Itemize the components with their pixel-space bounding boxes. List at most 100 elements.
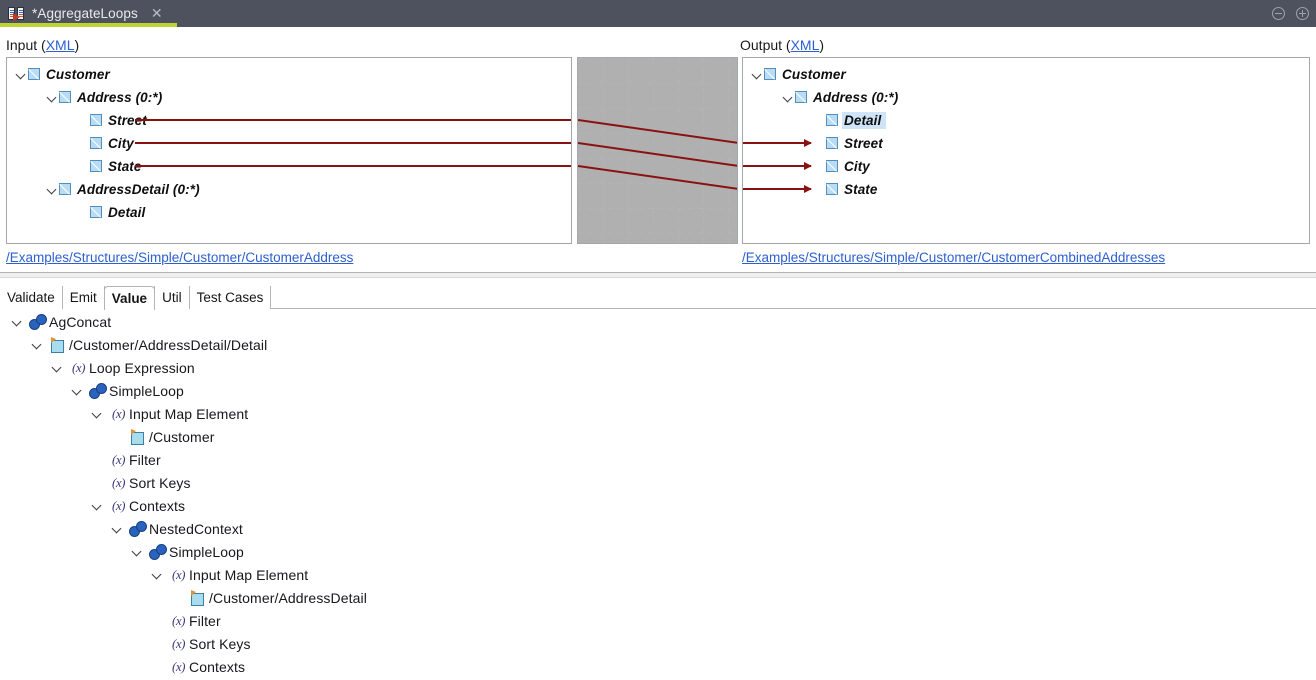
expression-tree-row[interactable]: NestedContext <box>108 517 243 540</box>
mapping-canvas[interactable] <box>577 57 738 244</box>
tree-spacer <box>76 132 90 154</box>
tab-emit[interactable]: Emit <box>61 286 105 309</box>
expression-tree-row[interactable]: SimpleLoop <box>68 379 184 402</box>
expression-tree-row[interactable]: AgConcat <box>8 310 111 333</box>
tree-node-input[interactable]: Address (0:*) <box>45 86 162 108</box>
expression-tree-row[interactable]: (x)Sort Keys <box>148 632 251 655</box>
chevron-down-icon[interactable] <box>14 63 28 85</box>
mapping-link-arrow[interactable] <box>743 139 812 147</box>
active-tab-underline <box>0 23 177 27</box>
expression-tree-row[interactable]: (x)Contexts <box>88 494 185 517</box>
node-checkbox-icon[interactable] <box>795 91 807 103</box>
tab-validate[interactable]: Validate <box>0 286 63 309</box>
tree-node-input[interactable]: Detail <box>76 201 145 223</box>
document-tab-title: *AggregateLoops <box>32 6 138 21</box>
node-checkbox-icon[interactable] <box>90 137 102 149</box>
expression-tree-row[interactable]: (x)Contexts <box>148 655 245 678</box>
chevron-down-icon[interactable] <box>128 540 148 563</box>
node-checkbox-icon[interactable] <box>59 91 71 103</box>
document-tab[interactable]: *AggregateLoops ✕ <box>0 0 177 27</box>
chevron-down-icon[interactable] <box>148 563 168 586</box>
node-checkbox-icon[interactable] <box>826 137 838 149</box>
grid-line-horizontal <box>578 208 737 209</box>
grid-line-horizontal <box>578 83 737 84</box>
tree-spacer <box>812 132 826 154</box>
node-checkbox-icon[interactable] <box>826 114 838 126</box>
tab-value[interactable]: Value <box>103 286 156 310</box>
tree-node-input[interactable]: AddressDetail (0:*) <box>45 178 200 200</box>
node-checkbox-icon[interactable] <box>90 160 102 172</box>
tree-node-output[interactable]: City <box>812 155 870 177</box>
expression-tree-row[interactable]: /Customer/AddressDetail/Detail <box>28 333 267 356</box>
tree-node-input[interactable]: City <box>76 132 134 154</box>
minimize-icon[interactable] <box>1272 7 1285 20</box>
chevron-down-icon[interactable] <box>8 310 28 333</box>
chevron-down-icon[interactable] <box>108 517 128 540</box>
mapping-link-arrow[interactable] <box>743 185 812 193</box>
tab-util[interactable]: Util <box>154 286 190 309</box>
node-checkbox-icon[interactable] <box>28 68 40 80</box>
tree-node-label: Detail <box>108 204 146 220</box>
tree-spacer <box>88 471 108 494</box>
node-checkbox-icon[interactable] <box>90 114 102 126</box>
expression-tree-label: SimpleLoop <box>169 543 244 560</box>
close-icon[interactable]: ✕ <box>150 5 163 22</box>
mapping-link-source-stub[interactable] <box>135 142 571 144</box>
tree-node-output[interactable]: Detail <box>812 109 887 131</box>
expression-tree-row[interactable]: (x)Loop Expression <box>48 356 195 379</box>
mapping-link-source-stub[interactable] <box>135 165 571 167</box>
expression-tree-label: Sort Keys <box>129 474 191 491</box>
tree-node-output[interactable]: Street <box>812 132 883 154</box>
input-label-suffix: ) <box>74 37 80 53</box>
expression-tree-row[interactable]: (x)Input Map Element <box>148 563 308 586</box>
expression-tree-row[interactable]: (x)Filter <box>148 609 221 632</box>
tab-test-cases[interactable]: Test Cases <box>188 286 272 309</box>
expression-tree-row[interactable]: SimpleLoop <box>128 540 244 563</box>
tree-node-label: State <box>844 181 878 197</box>
chevron-down-icon[interactable] <box>45 178 59 200</box>
node-checkbox-icon[interactable] <box>90 206 102 218</box>
mapping-link-arrow[interactable] <box>743 162 812 170</box>
chevron-down-icon[interactable] <box>45 86 59 108</box>
expression-tree-label: Input Map Element <box>129 405 249 422</box>
expression-tree[interactable]: AgConcat/Customer/AddressDetail/Detail(x… <box>0 310 1316 680</box>
expression-tree-row[interactable]: /Customer <box>108 425 214 448</box>
expression-tree-row[interactable]: (x)Filter <box>88 448 161 471</box>
chevron-down-icon[interactable] <box>750 63 764 85</box>
output-structure-path-link[interactable]: /Examples/Structures/Simple/Customer/Cus… <box>742 250 1166 265</box>
expression-tree-row[interactable]: (x)Sort Keys <box>88 471 191 494</box>
chevron-down-icon[interactable] <box>88 494 108 517</box>
mapping-link-source-stub[interactable] <box>135 119 571 121</box>
tree-node-input[interactable]: Customer <box>14 63 110 85</box>
chevron-down-icon[interactable] <box>781 86 795 108</box>
input-xml-link[interactable]: XML <box>45 37 75 53</box>
chevron-down-icon[interactable] <box>68 379 88 402</box>
input-label-prefix: Input ( <box>6 37 46 53</box>
expression-tree-row[interactable]: (x)Input Map Element <box>88 402 248 425</box>
node-checkbox-icon[interactable] <box>826 183 838 195</box>
maximize-icon[interactable] <box>1296 7 1309 20</box>
node-checkbox-icon[interactable] <box>764 68 776 80</box>
panel-splitter[interactable] <box>0 272 1316 278</box>
chevron-down-icon[interactable] <box>88 402 108 425</box>
node-checkbox-icon[interactable] <box>826 160 838 172</box>
tree-spacer <box>812 109 826 131</box>
path-node-icon <box>188 589 209 606</box>
tree-node-output[interactable]: Customer <box>750 63 846 85</box>
expression-tree-row[interactable]: /Customer/AddressDetail <box>168 586 367 609</box>
tree-node-input[interactable]: State <box>76 155 142 177</box>
tree-node-output[interactable]: State <box>812 178 878 200</box>
chevron-down-icon[interactable] <box>28 333 48 356</box>
input-structure-path-link[interactable]: /Examples/Structures/Simple/Customer/Cus… <box>6 250 354 265</box>
tree-node-label: Address (0:*) <box>77 89 163 105</box>
tree-node-output[interactable]: Address (0:*) <box>781 86 898 108</box>
tree-node-input[interactable]: Street <box>76 109 147 131</box>
chevron-down-icon[interactable] <box>48 356 68 379</box>
node-checkbox-icon[interactable] <box>59 183 71 195</box>
tree-node-label: Customer <box>46 66 110 82</box>
output-xml-link[interactable]: XML <box>790 37 820 53</box>
expression-icon: (x) <box>172 612 185 628</box>
path-node-icon <box>128 428 149 445</box>
